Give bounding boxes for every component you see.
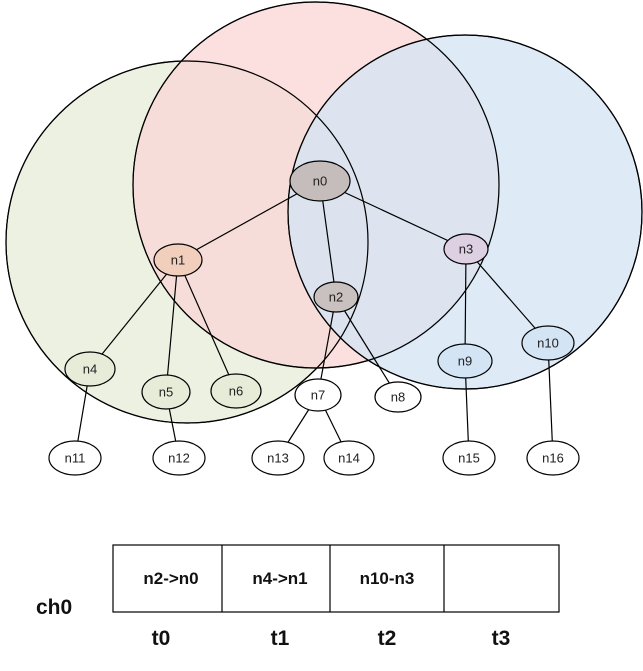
- node-n16: n16: [526, 440, 580, 476]
- edge-n3-n10: [465, 248, 549, 344]
- node-n6: n6: [210, 373, 262, 409]
- node-shape: [443, 233, 489, 265]
- node-n14: n14: [323, 440, 375, 476]
- node-shape: [374, 381, 422, 413]
- node-shape: [521, 325, 575, 361]
- node-n5: n5: [141, 374, 191, 410]
- node-label: n15: [458, 451, 480, 466]
- node-label: n1: [171, 253, 185, 268]
- node-label: n10: [537, 336, 559, 351]
- node-n15: n15: [442, 440, 496, 476]
- node-label: n5: [159, 385, 173, 400]
- row-label-ch0: ch0: [36, 596, 72, 619]
- node-shape: [442, 440, 496, 476]
- node-label: n7: [311, 388, 325, 403]
- node-shape: [152, 440, 206, 476]
- node-shape: [323, 440, 375, 476]
- node-label: n12: [168, 451, 190, 466]
- edge-n1-n4: [89, 259, 179, 370]
- node-n11: n11: [48, 440, 102, 476]
- edge-n1-n6: [177, 259, 237, 392]
- time-label-t1: t1: [271, 627, 290, 650]
- node-n1: n1: [153, 243, 203, 277]
- node-shape: [153, 243, 203, 277]
- node-n9: n9: [437, 343, 493, 379]
- channel-schedule-table: ch0 n2->n0 n4->n1 n10-n3 t0 t1 t2 t3: [36, 544, 560, 650]
- node-label: n9: [458, 354, 472, 369]
- time-label-t2: t2: [378, 627, 397, 650]
- node-label: n4: [83, 362, 97, 377]
- edge-n10-n16: [547, 342, 554, 459]
- edge-n0-n1: [177, 180, 321, 261]
- node-label: n14: [338, 451, 360, 466]
- node-label: n11: [65, 451, 86, 466]
- node-n2: n2: [313, 281, 359, 313]
- edge-n1-n5: [165, 259, 179, 393]
- schedule-outline: [112, 544, 560, 613]
- node-shape: [141, 374, 191, 410]
- edge-n2-n8: [335, 296, 399, 398]
- node-n13: n13: [251, 440, 305, 476]
- node-label: n16: [542, 451, 564, 466]
- node-n8: n8: [374, 381, 422, 413]
- node-shape: [289, 160, 351, 202]
- nodes: n0 n1 n2 n3 n4 n5 n6 n7 n8 n9 n10 n11 n12 n13 n14 n15 n1…: [48, 160, 580, 476]
- edges: [74, 180, 554, 459]
- schedule-cell-t1: n4->n1: [252, 569, 307, 588]
- region-outline-green: [5, 60, 369, 424]
- node-shape: [251, 440, 305, 476]
- node-n7: n7: [294, 378, 342, 412]
- node-label: n6: [229, 384, 243, 399]
- node-shape: [64, 351, 116, 387]
- node-shape: [526, 440, 580, 476]
- node-n4: n4: [64, 351, 116, 387]
- node-shape: [437, 343, 493, 379]
- node-n10: n10: [521, 325, 575, 361]
- schedule-cell-t0: n2->n0: [143, 569, 198, 588]
- node-shape: [48, 440, 102, 476]
- region-outline-blue: [287, 34, 643, 390]
- node-n0: n0: [289, 160, 351, 202]
- time-label-t0: t0: [152, 627, 171, 650]
- node-label: n3: [459, 242, 473, 257]
- node-n3: n3: [443, 233, 489, 265]
- node-label: n2: [329, 290, 343, 305]
- node-label: n0: [313, 174, 327, 189]
- node-n12: n12: [152, 440, 206, 476]
- node-label: n13: [267, 451, 289, 466]
- time-label-t3: t3: [492, 627, 511, 650]
- node-shape: [313, 281, 359, 313]
- schedule-cell-t2: n10-n3: [360, 569, 415, 588]
- region-outline-pink: [132, 1, 500, 369]
- edge-n3-n9: [464, 248, 467, 362]
- node-shape: [210, 373, 262, 409]
- node-shape: [294, 378, 342, 412]
- node-label: n8: [391, 390, 405, 405]
